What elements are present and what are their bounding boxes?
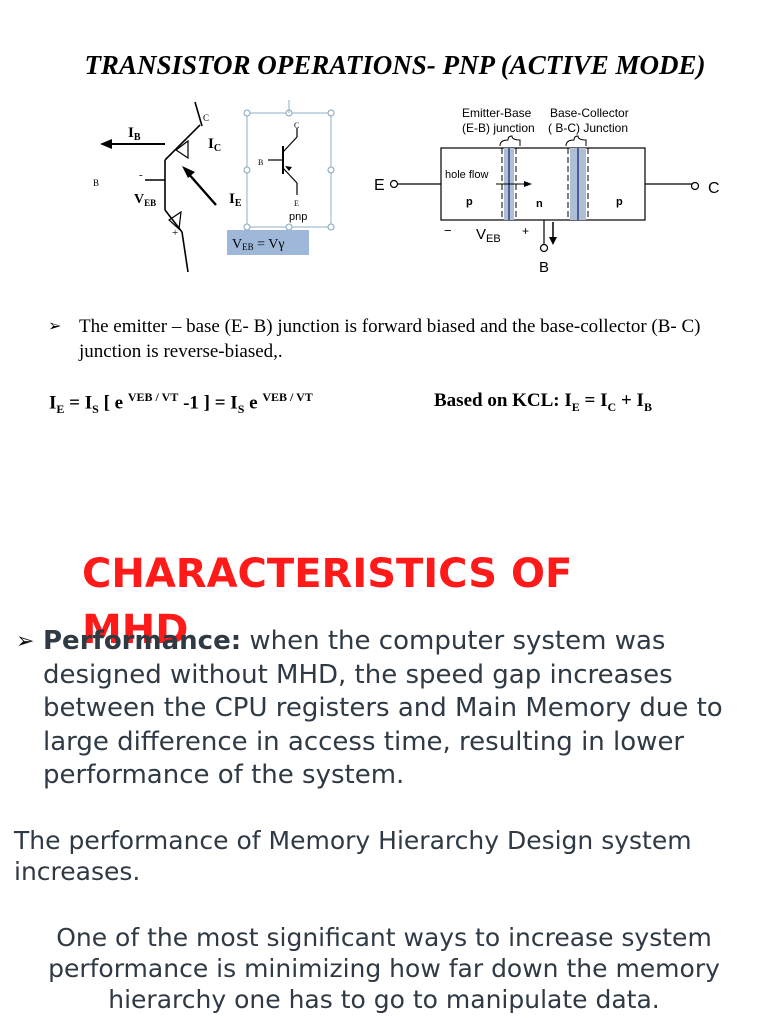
performance-bullet: ➢ Performance: when the computer system … <box>16 625 751 793</box>
svg-text:IE: IE <box>229 191 242 209</box>
svg-text:B: B <box>539 259 549 276</box>
svg-text:−: − <box>444 223 452 238</box>
memory-hierarchy-paragraph: One of the most significant ways to incr… <box>48 923 768 1014</box>
slide-title: TRANSISTOR OPERATIONS- PNP (ACTIVE MODE) <box>84 50 706 80</box>
pnp-circuit-diagram: IB C B - + VEB IC IE C B E <box>93 100 335 273</box>
svg-text:B: B <box>93 178 99 188</box>
mhd-section-title: CHARACTERISTICS OF MHD <box>82 552 642 648</box>
junction-bias-bullet: ➢ The emitter – base (E- B) junction is … <box>48 314 738 364</box>
svg-text:IB: IB <box>128 125 141 143</box>
svg-text:Base-Collector: Base-Collector <box>550 106 629 120</box>
svg-text:+: + <box>522 224 529 238</box>
svg-text:E: E <box>294 199 299 208</box>
performance-text: when the computer system was designed wi… <box>43 626 723 790</box>
svg-text:IC: IC <box>208 136 221 154</box>
bullet-text: The emitter – base (E- B) junction is fo… <box>79 316 701 362</box>
svg-text:hole flow: hole flow <box>445 169 488 181</box>
svg-text:C: C <box>203 113 209 123</box>
svg-text:C: C <box>708 180 720 197</box>
svg-text:( B-C) Junction: ( B-C) Junction <box>548 121 628 135</box>
svg-text:-: - <box>139 169 143 181</box>
arrow-bullet-icon: ➢ <box>48 318 62 335</box>
arrow-bullet-icon: ➢ <box>16 629 35 654</box>
svg-text:(E-B) junction: (E-B) junction <box>462 121 535 135</box>
svg-text:B: B <box>258 158 263 167</box>
svg-text:n: n <box>536 198 543 210</box>
performance-paragraph: The performance of Memory Hierarchy Desi… <box>14 826 692 886</box>
svg-text:VEB: VEB <box>476 226 501 245</box>
svg-text:E: E <box>374 177 385 194</box>
svg-text:VEB = Vγ: VEB = Vγ <box>232 237 285 252</box>
svg-text:VEB: VEB <box>134 192 156 208</box>
performance-label: Performance: <box>43 626 242 656</box>
diode-equation: IE = IS [ e VEB / VT -1 ] = IS e VEB / V… <box>49 390 313 417</box>
svg-text:pnp: pnp <box>289 211 307 223</box>
svg-text:+: + <box>172 227 178 239</box>
svg-text:p: p <box>466 196 473 208</box>
mhd-title-text: CHARACTERISTICS OF MHD <box>82 552 573 648</box>
kcl-equation: Based on KCL: IE = IC + IB <box>434 390 652 414</box>
svg-text:Emitter-Base: Emitter-Base <box>462 106 532 120</box>
svg-text:p: p <box>616 196 623 208</box>
pnp-junction-diagram: Emitter-Base (E-B) junction Base-Collect… <box>374 106 720 276</box>
svg-text:C: C <box>294 121 299 130</box>
transistor-figure: IB C B - + VEB IC IE C B E <box>93 100 720 276</box>
